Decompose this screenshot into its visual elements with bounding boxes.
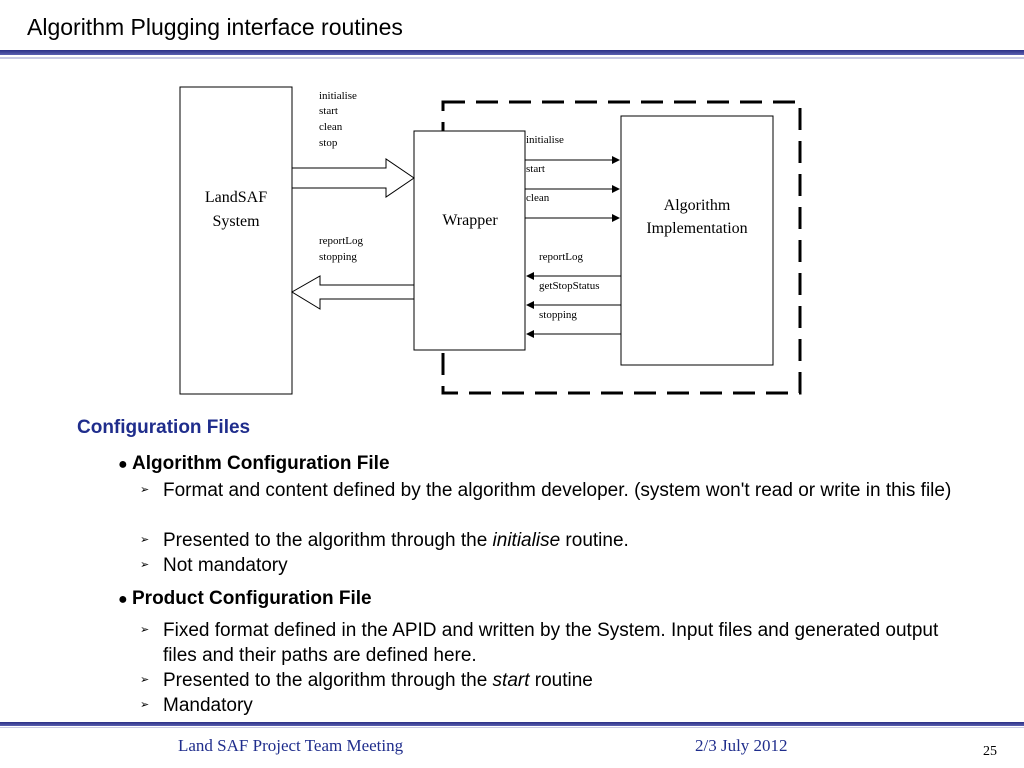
wrapper-call-clean: clean bbox=[526, 192, 550, 204]
bullet-dot-icon: ● bbox=[118, 591, 128, 608]
section-heading: Configuration Files bbox=[77, 417, 251, 438]
title-rule bbox=[0, 50, 1024, 55]
bullet-label: Algorithm Configuration File bbox=[132, 453, 390, 474]
landsaf-system-box bbox=[179, 86, 293, 395]
arrow-bullet-icon: ➢ bbox=[140, 674, 150, 686]
callback-label-reportlog: reportLog bbox=[319, 235, 363, 247]
algorithm-label-line1: Algorithm bbox=[664, 197, 731, 214]
footer-rule-thin bbox=[0, 727, 1024, 728]
footer-rule bbox=[0, 722, 1024, 726]
slide-title: Algorithm Plugging interface routines bbox=[27, 14, 403, 40]
dashed-plugin-boundary bbox=[441, 100, 802, 395]
list-item: ➢ Not mandatory bbox=[140, 555, 288, 576]
list-item: ➢ Presented to the algorithm through the… bbox=[140, 670, 593, 691]
list-item: ➢ Presented to the algorithm through the… bbox=[140, 530, 629, 551]
bullet-product-config: ●Product Configuration File bbox=[118, 588, 372, 610]
landsaf-label-line2: System bbox=[212, 213, 260, 230]
bullet-algorithm-config: ●Algorithm Configuration File bbox=[118, 453, 390, 475]
footer-meeting: Land SAF Project Team Meeting bbox=[178, 736, 404, 755]
algorithm-label-line2: Implementation bbox=[646, 220, 747, 237]
arrow-bullet-icon: ➢ bbox=[140, 484, 150, 496]
call-label-start: start bbox=[319, 105, 338, 117]
call-label-stop: stop bbox=[319, 137, 338, 149]
wrapper-box bbox=[413, 130, 526, 351]
list-item: ➢ Fixed format defined in the APID and w… bbox=[140, 620, 939, 666]
algorithm-callback-reportlog: reportLog bbox=[539, 251, 583, 263]
footer-date: 2/3 July 2012 bbox=[695, 736, 788, 755]
algorithm-callback-getstopstatus: getStopStatus bbox=[539, 280, 600, 292]
wrapper-call-initialise: initialise bbox=[526, 134, 564, 146]
algorithm-implementation-box bbox=[620, 115, 774, 366]
wrapper-call-start: start bbox=[526, 163, 545, 175]
arrow-bullet-icon: ➢ bbox=[140, 699, 150, 711]
arrow-bullet-icon: ➢ bbox=[140, 624, 150, 636]
bullet-label: Product Configuration File bbox=[132, 588, 372, 609]
algorithm-callback-stopping: stopping bbox=[539, 309, 577, 321]
hollow-arrow-to-landsaf bbox=[291, 275, 415, 310]
hollow-arrow-to-wrapper bbox=[291, 158, 415, 198]
interface-diagram: LandSAF System Wrapper Algorithm Impleme… bbox=[179, 86, 802, 395]
list-item: ➢ Mandatory bbox=[140, 695, 253, 716]
arrow-bullet-icon: ➢ bbox=[140, 559, 150, 571]
callback-label-stopping: stopping bbox=[319, 251, 357, 263]
wrapper-label: Wrapper bbox=[442, 212, 498, 229]
bullet-dot-icon: ● bbox=[118, 456, 128, 473]
call-label-initialise: initialise bbox=[319, 90, 357, 102]
call-label-clean: clean bbox=[319, 121, 343, 133]
landsaf-label-line1: LandSAF bbox=[205, 189, 267, 206]
arrow-bullet-icon: ➢ bbox=[140, 534, 150, 546]
page-number: 25 bbox=[983, 744, 997, 759]
title-rule-thin bbox=[0, 57, 1024, 59]
list-item: ➢ Format and content defined by the algo… bbox=[140, 480, 952, 501]
